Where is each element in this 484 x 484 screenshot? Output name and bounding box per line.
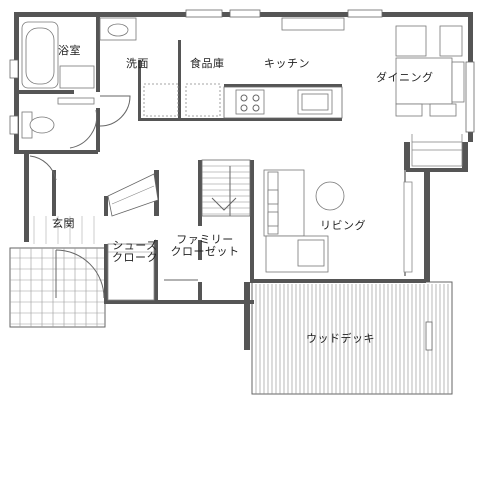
deck-step: [425, 321, 433, 351]
bathtub: [21, 21, 59, 89]
staircase: [201, 159, 251, 217]
dining-table: [395, 25, 465, 117]
laundry-machine: [59, 65, 95, 89]
room-label-washroom: 洗面: [126, 57, 149, 70]
interior-walls: [14, 12, 406, 280]
windows: [9, 9, 475, 273]
room-label-family-closet: ファミリー クローゼット: [170, 234, 240, 258]
toilet: [21, 97, 98, 149]
room-label-shoe-closet: シューズ クローク: [110, 240, 160, 264]
room-label-bath: 浴室: [58, 44, 81, 57]
wash-basin: [99, 17, 137, 41]
washroom-door: [99, 95, 131, 127]
kitchen-back-counter: [281, 17, 345, 31]
room-label-shoe-closet-line2: クローク: [112, 251, 158, 264]
pantry-shelves: [143, 83, 221, 117]
wood-deck: [250, 279, 453, 395]
room-label-family-closet-line2: クローゼット: [170, 245, 240, 258]
room-label-entrance: 玄関: [52, 217, 75, 230]
room-label-kitchen: キッチン: [264, 57, 310, 70]
living-table: [315, 181, 345, 211]
living-sofa: [263, 169, 329, 273]
entrance-door: [29, 155, 105, 299]
entrance-floor-tiles: [33, 216, 95, 244]
room-label-shoe-closet-line1: シューズ: [112, 239, 158, 252]
room-label-pantry: 食品庫: [190, 57, 225, 70]
room-label-family-closet-line1: ファミリー: [176, 233, 234, 246]
dining-bay-window: [411, 134, 463, 167]
entrance-porch: [9, 247, 106, 328]
kitchen-island: [223, 86, 343, 119]
entrance-angled-bench: [107, 173, 159, 217]
room-label-wood-deck: ウッドデッキ: [306, 332, 375, 345]
room-label-dining: ダイニング: [376, 71, 434, 84]
outer-walls: [14, 12, 473, 350]
room-label-living: リビング: [320, 219, 366, 232]
shoe-closet-shelves: [107, 243, 155, 301]
